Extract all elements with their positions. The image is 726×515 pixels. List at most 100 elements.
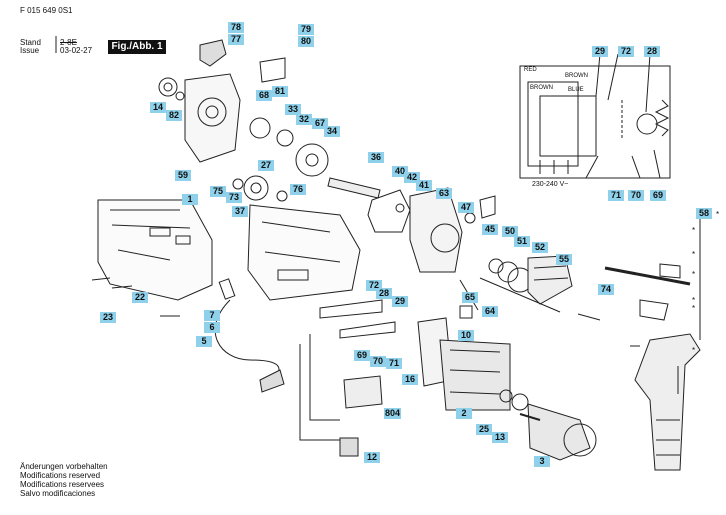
- part-tag-76: 76: [290, 184, 306, 195]
- asterisk-marker: *: [692, 296, 696, 305]
- gearbox-housing: [409, 187, 463, 273]
- part-tag-70-wiring: 70: [628, 190, 644, 201]
- stand-label: Stand: [20, 38, 41, 47]
- part-tag-13: 13: [492, 432, 508, 443]
- part-tag-28-wiring: 28: [644, 46, 660, 57]
- part-tag-2: 2: [456, 408, 472, 419]
- part-tag-58: 58: [696, 208, 712, 219]
- part-tag-804: 804: [384, 408, 402, 419]
- part-tag-14: 14: [150, 102, 166, 113]
- brush-holder-part: [343, 375, 383, 409]
- part-tag-52: 52: [532, 242, 548, 253]
- asterisk-marker: *: [692, 346, 696, 355]
- part-tag-42: 42: [404, 172, 420, 183]
- part-tag-69-wiring: 69: [650, 190, 666, 201]
- wire-blue-label: BLUE: [568, 87, 584, 93]
- note-line-es: Salvo modificaciones: [20, 489, 96, 498]
- spindle-part: [327, 177, 381, 199]
- switch-cover-part: [259, 57, 286, 83]
- document-number: F 015 649 0S1: [20, 6, 73, 15]
- issue-date: 03-02-27: [60, 46, 93, 55]
- asterisk-marker: *: [692, 304, 696, 313]
- asterisk-marker: *: [716, 210, 720, 219]
- part-tag-16: 16: [402, 374, 418, 385]
- part-tag-50: 50: [502, 226, 518, 237]
- part-tag-37: 37: [232, 206, 248, 217]
- part-tag-33: 33: [285, 104, 301, 115]
- part-tag-64: 64: [482, 306, 498, 317]
- part-tag-40: 40: [392, 166, 408, 177]
- part-tag-81: 81: [272, 86, 288, 97]
- wire-red-label: RED: [524, 67, 537, 73]
- part-tag-41: 41: [416, 180, 432, 191]
- part-tag-7: 7: [204, 310, 220, 321]
- part-tag-36: 36: [368, 152, 384, 163]
- part-tag-51: 51: [514, 236, 530, 247]
- part-tag-71-wiring: 71: [608, 190, 624, 201]
- part-tag-5: 5: [196, 336, 212, 347]
- part-tag-72-wiring: 72: [618, 46, 634, 57]
- part-tag-28: 28: [376, 288, 392, 299]
- part-tag-23: 23: [100, 312, 116, 323]
- housing-left-half: [97, 199, 213, 301]
- part-tag-1: 1: [182, 194, 198, 205]
- part-tag-59: 59: [175, 170, 191, 181]
- note-line-de: Änderungen vorbehalten: [20, 462, 108, 471]
- part-tag-73: 73: [226, 192, 242, 203]
- part-tag-72: 72: [366, 280, 382, 291]
- asterisk-marker: *: [692, 270, 696, 279]
- part-tag-6: 6: [204, 322, 220, 333]
- part-tag-70: 70: [370, 356, 386, 367]
- part-tag-78: 78: [228, 22, 244, 33]
- stand-struck-value: 2-8E: [60, 38, 77, 47]
- wire-brown-left-label: BROWN: [530, 85, 553, 91]
- part-tag-82: 82: [166, 110, 182, 121]
- part-tag-47: 47: [458, 202, 474, 213]
- note-line-en: Modifications reserved: [20, 471, 101, 480]
- armature-part: [519, 403, 597, 461]
- part-tag-77: 77: [228, 34, 244, 45]
- figure-label: Fig./Abb. 1: [108, 40, 166, 54]
- part-tag-29: 29: [392, 296, 408, 307]
- wire-brown-label: BROWN: [565, 73, 588, 79]
- part-tag-79: 79: [298, 24, 314, 35]
- drill-chuck: [527, 255, 573, 305]
- part-tag-69: 69: [354, 350, 370, 361]
- part-tag-68: 68: [256, 90, 272, 101]
- gear-housing-cover: [184, 73, 241, 163]
- housing-right-half: [247, 204, 361, 301]
- part-tag-63: 63: [436, 188, 452, 199]
- voltage-label: 230-240 V~: [532, 181, 569, 188]
- part-tag-71: 71: [386, 358, 402, 369]
- part-tag-22: 22: [132, 292, 148, 303]
- part-tag-65: 65: [462, 292, 478, 303]
- carbon-brush-part: [339, 437, 359, 457]
- part-tag-67: 67: [312, 118, 328, 129]
- part-tag-74: 74: [598, 284, 614, 295]
- issue-label: Issue: [20, 46, 40, 55]
- asterisk-marker: *: [692, 226, 696, 235]
- part-tag-12: 12: [364, 452, 380, 463]
- asterisk-marker: *: [692, 250, 696, 259]
- switch-button-part: [199, 39, 227, 67]
- part-tag-34: 34: [324, 126, 340, 137]
- part-tag-25: 25: [476, 424, 492, 435]
- gasket-part: [367, 189, 411, 233]
- part-tag-29-wiring: 29: [592, 46, 608, 57]
- stator-part: [439, 339, 511, 411]
- part-tag-75: 75: [210, 186, 226, 197]
- bearing-part: [158, 77, 178, 97]
- part-tag-3: 3: [534, 456, 550, 467]
- note-line-fr: Modifications reservees: [20, 480, 105, 489]
- part-tag-27: 27: [258, 160, 274, 171]
- wiring-diagram: [519, 53, 671, 179]
- part-tag-55: 55: [556, 254, 572, 265]
- part-tag-32: 32: [296, 114, 312, 125]
- part-tag-80: 80: [298, 36, 314, 47]
- side-handle: [634, 333, 701, 471]
- part-tag-10: 10: [458, 330, 474, 341]
- gear-train: [232, 117, 329, 202]
- part-tag-45: 45: [482, 224, 498, 235]
